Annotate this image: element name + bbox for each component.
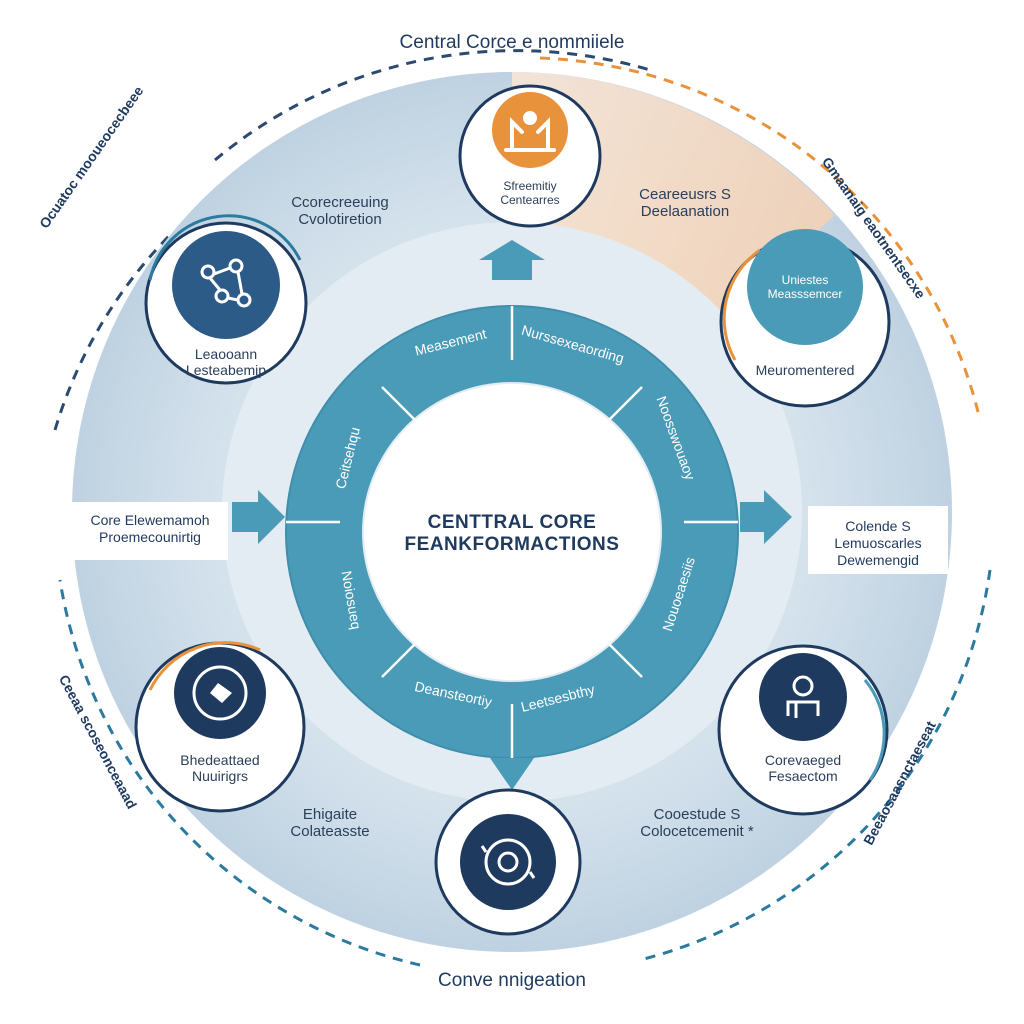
node-top-left-label: Leaooann Lesteabemip (156, 346, 296, 378)
core-title: CENTTRAL CORE FEANKFORMACTIONS (372, 512, 652, 556)
side-box-left-line2: Proemecounirtig (99, 528, 201, 545)
node-bottom-right-label-line2: Fesaectom (768, 768, 838, 785)
node-top-label-line1: Sfreemitiy (503, 179, 557, 193)
mid-label-upper-left: Ccorecreeuing Cvolotiretion (270, 194, 410, 229)
node-bottom-left-label-line2: Nuuirigrs (191, 768, 248, 785)
ring-dividers (286, 306, 738, 758)
mid-label-lower-right-line1: Cooestude S (653, 806, 741, 823)
mid-label-lower-right-line2: Colocetcemenit * (640, 823, 754, 841)
core-title-line1: CENTTRAL CORE (427, 512, 597, 533)
diagram-title-top: Central Corce e nommiiele (399, 32, 625, 53)
arrow-down (490, 758, 534, 790)
node-bottom-left-label: Bhedeattaed Nuuirigrs (150, 752, 290, 784)
cycle-icon (480, 838, 536, 886)
side-box-right-line3: Dewemengid (837, 551, 919, 568)
node-top-left (144, 214, 308, 385)
node-right-upper-label-line2: Measssemcer (767, 286, 843, 301)
side-box-right: Colende S Lemuoscarles Dewemengid (808, 506, 948, 574)
side-box-left-line1: Core Elewemamoh (90, 512, 210, 528)
node-bottom-right-label-line1: Corevaeged (764, 752, 842, 768)
mid-label-upper-left-line1: Ccorecreeuing (291, 194, 389, 211)
mid-label-upper-right: Ceareeusrs S Deelaanation (620, 186, 750, 221)
node-right-upper-inner-label: Uniestes Measssemcer (745, 273, 865, 302)
node-bottom-left-label-line1: Bhedeattaed (180, 752, 260, 768)
mid-label-lower-left: Ehigaite Colateasste (270, 806, 390, 841)
mid-label-upper-right-line2: Deelaanation (640, 203, 730, 221)
mid-label-lower-left-line2: Colateasste (290, 823, 370, 841)
node-top-label: Sfreemitiy Centearres (470, 179, 590, 208)
node-top (458, 84, 602, 228)
node-bottom-right-label: Corevaeged Fesaectom (733, 752, 873, 784)
node-bottom-left (134, 641, 306, 813)
molecule-icon (200, 258, 252, 308)
mid-label-upper-right-line1: Ceareeusrs S (639, 186, 731, 203)
core-title-line2: FEANKFORMACTIONS (404, 533, 620, 555)
arrow-up (479, 240, 545, 280)
side-box-right-line1: Colende S (845, 518, 911, 534)
mid-label-lower-right: Cooestude S Colocetcemenit * (622, 806, 772, 841)
node-top-left-label-line1: Leaooann (194, 346, 258, 362)
mid-label-lower-left-line1: Ehigaite (302, 806, 358, 823)
outer-dashed-ring (53, 49, 992, 967)
arrow-left (232, 490, 285, 544)
node-top-left-label-line2: Lesteabemip (185, 362, 267, 379)
diagram-title-bottom: Conve nnigeation (438, 970, 586, 991)
node-right-upper (719, 229, 891, 408)
arrows (232, 240, 792, 790)
side-box-right-line2: Lemuoscarles (834, 534, 922, 551)
mid-label-upper-left-line2: Cvolotiretion (298, 211, 382, 229)
node-bottom-right (717, 644, 889, 816)
node-top-label-line2: Centearres (500, 192, 560, 207)
badge-icon (192, 665, 248, 721)
hands-icon (504, 111, 556, 152)
node-right-upper-label-line1: Uniestes (781, 273, 829, 287)
node-bottom (434, 788, 582, 936)
core-disc (364, 384, 660, 680)
arrow-right (740, 490, 792, 544)
side-box-left: Core Elewemamoh Proemecounirtig (72, 502, 228, 560)
node-right-upper-caption: Meuromentered (755, 362, 855, 378)
person-icon (786, 675, 820, 718)
